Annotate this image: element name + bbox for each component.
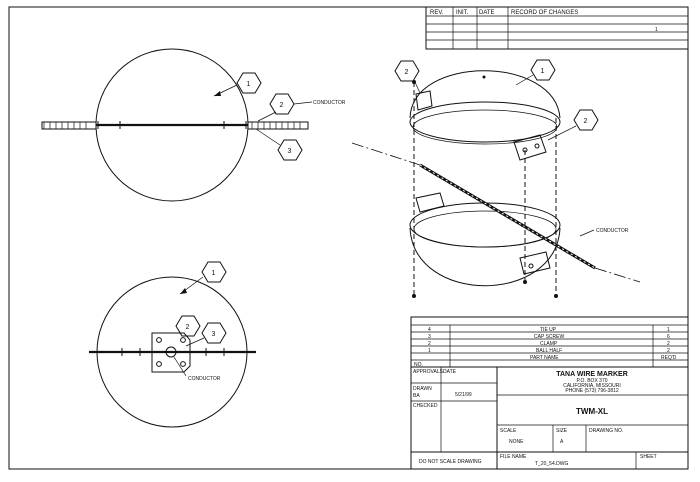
top-view: 1 2 3 CONDUCTOR (89, 261, 256, 428)
scale-label: SCALE (500, 428, 517, 434)
callout-2: 2 (405, 69, 409, 76)
rev-entry: 1 (655, 27, 658, 33)
callout-3: 3 (212, 331, 216, 338)
conductor-label-top: CONDUCTOR (188, 376, 221, 382)
clamp (519, 251, 551, 275)
part-no: 2 (428, 341, 431, 347)
size-label: SIZE (556, 428, 568, 434)
callout-2-hex (394, 60, 420, 82)
callout-1-hex (530, 59, 556, 81)
drawn-date: 5/21/99 (455, 392, 472, 398)
checked-label: CHECKED (413, 403, 438, 409)
part-name: CAP SCREW (534, 334, 564, 340)
part-qty: 6 (667, 334, 670, 340)
part-name: BALL HALF (536, 348, 562, 354)
upper-ball-half (409, 70, 561, 119)
rev-header-rev: REV. (430, 10, 444, 16)
callout-2-hex (573, 109, 599, 131)
callout-1-hex (236, 72, 262, 94)
rev-header-record: RECORD OF CHANGES (511, 10, 578, 16)
part-name: TIE UP (540, 327, 557, 333)
part-name: CLAMP (540, 341, 558, 347)
company-phone: PHONE (573) 796-3812 (565, 388, 619, 394)
callout-2: 2 (280, 102, 284, 109)
callout-3: 3 (288, 148, 292, 155)
conductor-hole (165, 346, 177, 358)
screw-hole (156, 361, 162, 367)
file-name-label: FILE NAME (500, 454, 527, 460)
screw-hole (156, 337, 162, 343)
drawn-by: BA (413, 393, 420, 399)
drawing-no-label: DRAWING NO. (589, 428, 623, 434)
conductor-right (247, 121, 309, 130)
exploded-view: 2 1 2 CONDUCTOR (351, 59, 641, 298)
company-address-1: P.O. BOX 370 (576, 378, 607, 384)
company-name: TANA WIRE MARKER (556, 371, 628, 378)
side-view: 1 2 3 CONDUCTOR (41, 48, 346, 202)
part-qty: 1 (667, 327, 670, 333)
title-block: APPROVALS DATE DRAWN BA 5/21/99 CHECKED … (410, 366, 689, 470)
part-qty: 2 (667, 341, 670, 347)
do-not-scale-note: DO NOT SCALE DRAWING (419, 459, 482, 465)
parts-header-no: NO. (414, 362, 423, 368)
approvals-label: APPROVALS (413, 369, 444, 375)
lower-ball-half (409, 227, 561, 287)
rev-header-date: DATE (479, 10, 495, 16)
callout-3-hex (201, 322, 227, 344)
sheet-border (8, 6, 689, 470)
date-label: DATE (443, 369, 457, 375)
callout-1: 1 (212, 270, 216, 277)
sheet-label: SHEET (640, 454, 657, 460)
part-title: TWM-XL (576, 407, 608, 416)
part-no: 3 (428, 334, 431, 340)
conductor-label-iso: CONDUCTOR (596, 228, 629, 234)
clamp (415, 90, 433, 111)
screw-hole (180, 337, 186, 343)
drawn-label: DRAWN (413, 386, 432, 392)
screw-hole (180, 361, 186, 367)
parts-header-name: PART NAME (530, 355, 559, 361)
parts-header-qty: REQ'D (661, 355, 677, 361)
rev-header-init: INIT. (456, 10, 469, 16)
conductor-label-side: CONDUCTOR (313, 100, 346, 106)
callout-2-hex (175, 315, 201, 337)
callout-2: 2 (186, 324, 190, 331)
scale-value: NONE (509, 439, 524, 445)
company-address-2: CALIFORNIA, MISSOURI (563, 383, 621, 389)
callout-2-hex (269, 93, 295, 115)
parts-list: 4 TIE UP 1 3 CAP SCREW 6 2 CLAMP 2 1 BAL… (410, 316, 689, 368)
callout-1-hex (201, 261, 227, 283)
callout-2: 2 (584, 118, 588, 125)
part-qty: 2 (667, 348, 670, 354)
clamp (513, 134, 547, 161)
revision-block: REV. INIT. DATE RECORD OF CHANGES 1 (425, 6, 689, 50)
callout-1: 1 (247, 81, 251, 88)
file-name-value: T_20_54.DWG (535, 461, 568, 467)
part-no: 1 (428, 348, 431, 354)
clamp (415, 192, 445, 213)
part-no: 4 (428, 327, 431, 333)
callout-1: 1 (541, 68, 545, 75)
size-value: A (560, 439, 564, 445)
callout-3-hex (277, 139, 303, 161)
clamp-plate (151, 332, 191, 373)
